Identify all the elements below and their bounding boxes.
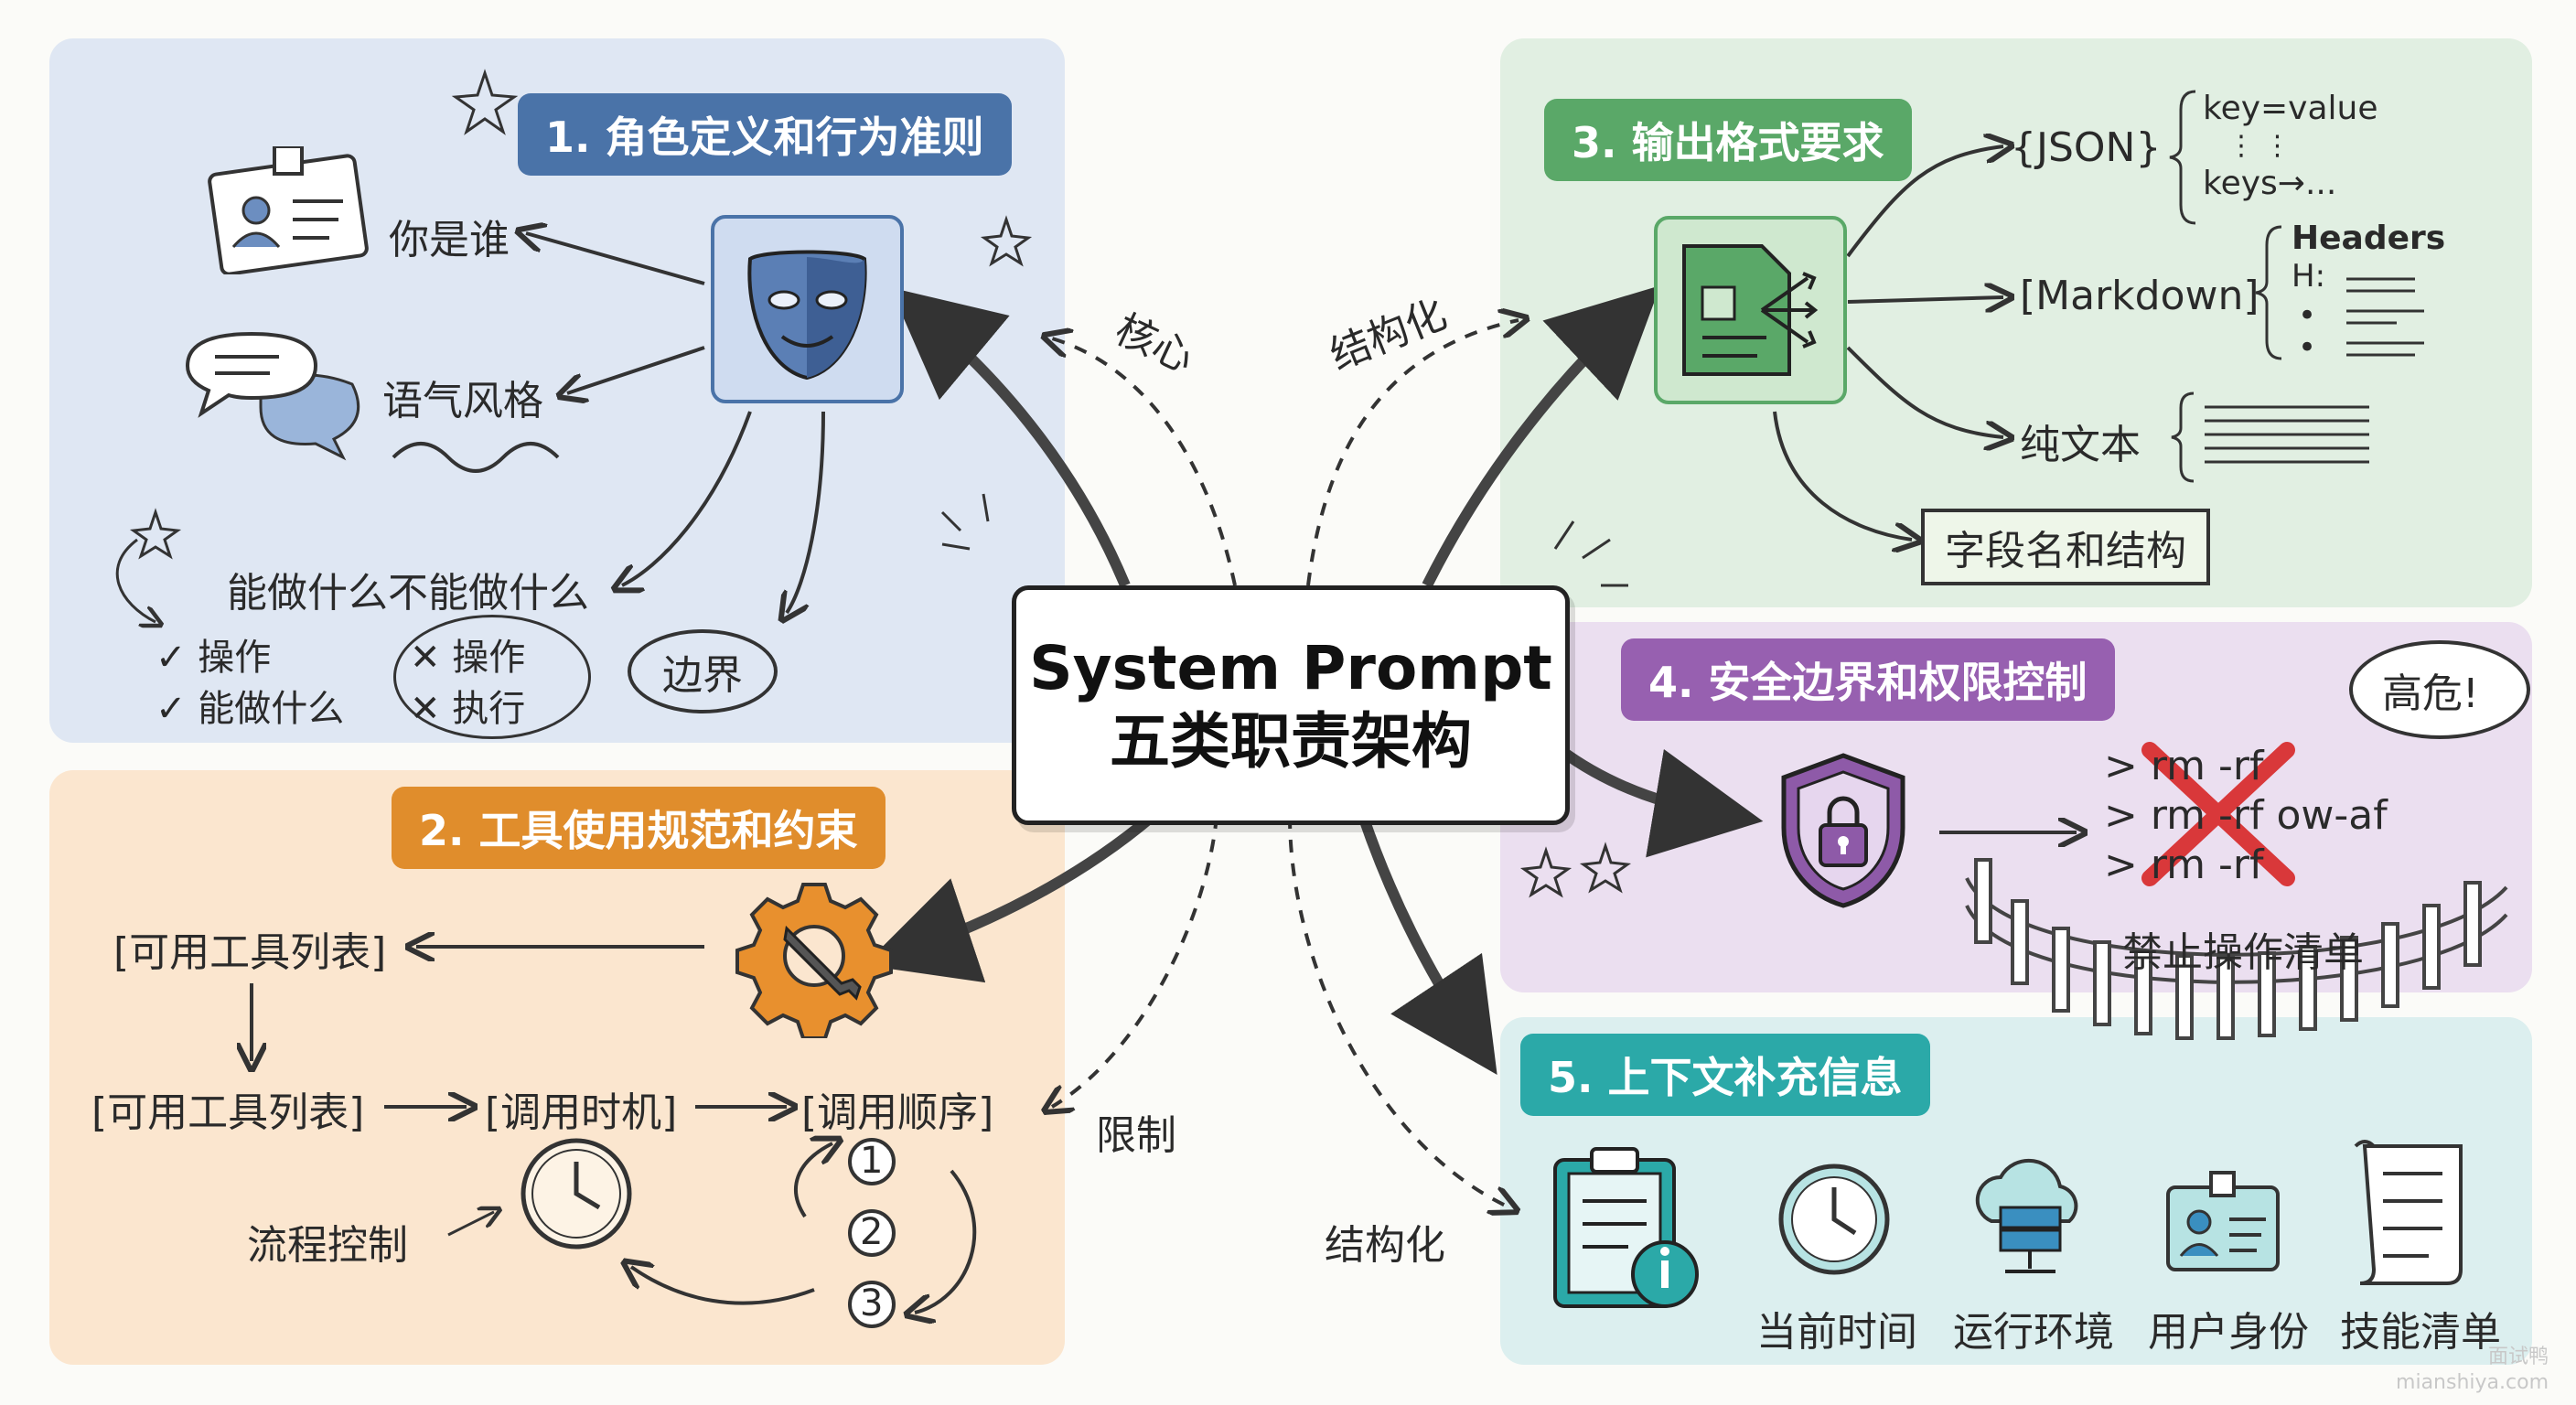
- watermark: 面试鸭 mianshiya.com: [2396, 1346, 2549, 1394]
- step-1: 1: [860, 1140, 884, 1182]
- boundary-label: 边界: [628, 629, 778, 713]
- json-dots: ⋮ ⋮: [2227, 130, 2292, 162]
- command-2: > rm -rf ow-af: [2104, 792, 2388, 839]
- clock-icon-context: [1775, 1160, 1894, 1282]
- tone-label: 语气风格: [382, 378, 543, 424]
- step-3: 3: [860, 1282, 884, 1325]
- command-1: > rm -rf: [2104, 743, 2264, 789]
- call-timing: [调用时机]: [485, 1089, 678, 1136]
- markdown-bullet-1: •: [2298, 297, 2317, 334]
- wrench-gear-icon: [732, 883, 896, 1042]
- markdown-headers: Headers: [2292, 220, 2446, 257]
- forbidden-item-2: ✕ 执行: [410, 688, 526, 730]
- danger-cloud: [2349, 640, 2530, 739]
- mask-icon: [709, 213, 906, 409]
- section-4-title: 4. 安全边界和权限控制: [1621, 638, 2115, 721]
- skills-scroll-icon: [2342, 1132, 2479, 1292]
- step-2: 2: [860, 1211, 884, 1253]
- who-label: 你是谁: [389, 217, 510, 263]
- id-badge-icon: [206, 145, 370, 278]
- user-id-card-icon: [2161, 1169, 2284, 1282]
- cloud-server-icon: [1969, 1157, 2092, 1284]
- center-subtitle: 五类职责架构: [1110, 706, 1472, 777]
- plain-text-label: 纯文本: [2020, 422, 2141, 468]
- markdown-bullet-2: •: [2298, 329, 2317, 366]
- clipboard-info-icon: [1546, 1142, 1711, 1319]
- clock-icon: [517, 1134, 636, 1257]
- connector-label-structured-bottom: 结构化: [1325, 1222, 1445, 1269]
- allowed-item-1: ✓ 操作: [156, 637, 272, 679]
- step-circles: [840, 1134, 904, 1339]
- call-order: [调用顺序]: [801, 1089, 994, 1136]
- command-3: > rm -rf: [2104, 842, 2264, 888]
- context-item-user-identity: 用户身份: [2148, 1309, 2309, 1356]
- json-keys: keys→...: [2203, 165, 2337, 202]
- tool-list: [可用工具列表]: [91, 1089, 365, 1136]
- section-3-title: 3. 输出格式要求: [1544, 99, 1912, 181]
- markdown-h: H:: [2292, 258, 2326, 295]
- center-node: System Prompt 五类职责架构: [1012, 585, 1570, 825]
- forbidden-item-1: ✕ 操作: [410, 637, 526, 679]
- can-cannot-label: 能做什么不能做什么: [227, 570, 589, 617]
- panel-tool-usage: [49, 770, 1065, 1365]
- flow-control-label: 流程控制: [247, 1222, 408, 1269]
- blocklist-label: 禁止操作清单: [2122, 929, 2364, 976]
- shield-lock-icon: [1775, 750, 1912, 914]
- forbidden-oval: [393, 615, 591, 739]
- tool-list-top: [可用工具列表]: [113, 929, 387, 976]
- context-item-skills-list: 技能清单: [2340, 1309, 2501, 1356]
- json-label: {JSON}: [2011, 124, 2162, 171]
- section-2-title: 2. 工具使用规范和约束: [392, 787, 886, 869]
- markdown-label: [Markdown]: [2020, 273, 2259, 319]
- connector-label-limit: 限制: [1096, 1112, 1176, 1159]
- section-5-title: 5. 上下文补充信息: [1520, 1034, 1930, 1116]
- speech-bubble-icon: [178, 329, 361, 470]
- context-item-runtime-env: 运行环境: [1953, 1309, 2114, 1356]
- section-1-title: 1. 角色定义和行为准则: [518, 93, 1012, 176]
- center-title: System Prompt: [1029, 633, 1552, 703]
- document-export-icon: [1652, 214, 1849, 410]
- danger-label: 高危!: [2382, 670, 2479, 717]
- json-key: key=value: [2203, 90, 2378, 127]
- allowed-item-2: ✓ 能做什么: [156, 688, 345, 730]
- context-item-current-time: 当前时间: [1756, 1309, 1917, 1356]
- fields-structure-label: 字段名和结构: [1921, 509, 2210, 585]
